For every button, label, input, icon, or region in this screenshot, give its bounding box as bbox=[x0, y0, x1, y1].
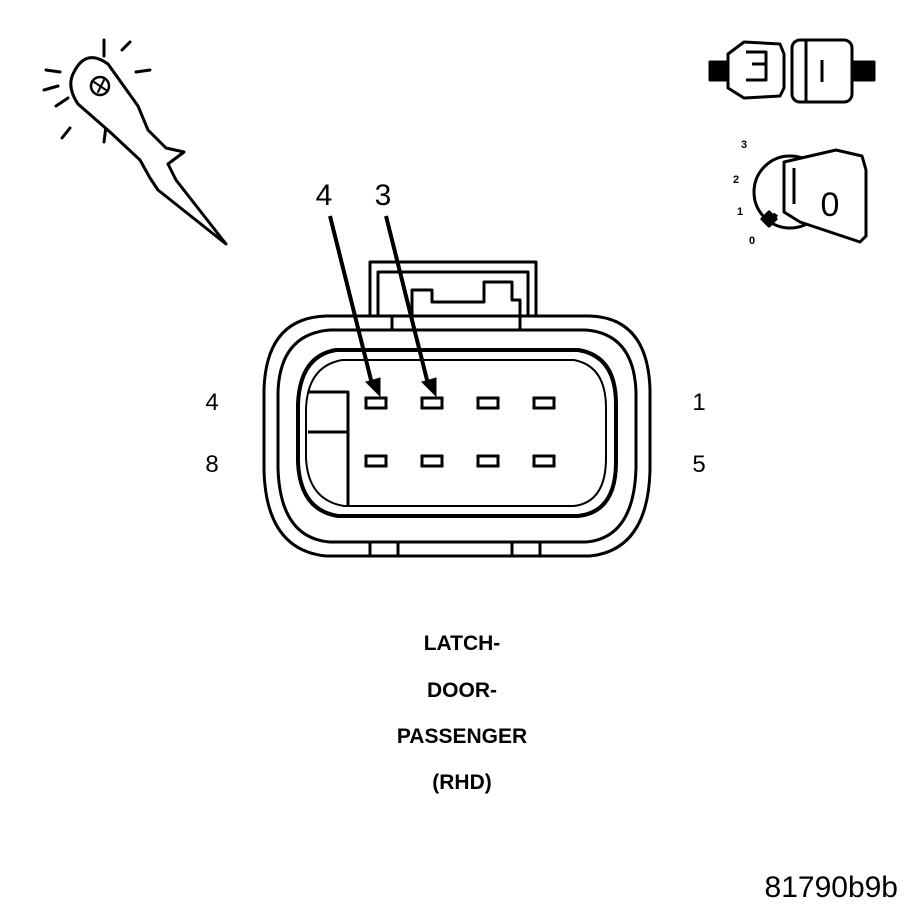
pin-6 bbox=[476, 454, 500, 468]
ignition-key-off-icon: 0 3 2 1 0 bbox=[733, 139, 868, 247]
key-face-label: 0 bbox=[821, 186, 840, 224]
pin-row-label-bottom-right: 5 bbox=[692, 451, 705, 478]
pin-5 bbox=[532, 454, 556, 468]
probe-label-3: 3 bbox=[375, 179, 392, 212]
connector-title-line-1: LATCH- bbox=[424, 632, 501, 655]
pin-3 bbox=[420, 396, 444, 410]
figure-id: 81790b9b bbox=[765, 871, 898, 904]
probe-label-4: 4 bbox=[316, 179, 333, 212]
pin-row-label-top-left: 4 bbox=[205, 389, 218, 416]
ignition-position-2: 2 bbox=[733, 174, 739, 186]
pin-8 bbox=[364, 454, 388, 468]
pin-1 bbox=[532, 396, 556, 410]
test-light-probe-icon bbox=[42, 38, 228, 246]
pin-row-label-bottom-left: 8 bbox=[205, 451, 218, 478]
connector-title-line-3: PASSENGER bbox=[397, 725, 527, 748]
probe-arrow-pin-3 bbox=[384, 215, 430, 385]
connector-title-line-2: DOOR- bbox=[427, 679, 497, 702]
pin-cavities bbox=[364, 396, 556, 468]
ignition-position-1: 1 bbox=[737, 206, 743, 218]
pin-2 bbox=[476, 396, 500, 410]
pin-row-label-top-right: 1 bbox=[692, 389, 705, 416]
connector-housing bbox=[262, 260, 652, 558]
ignition-position-0: 0 bbox=[749, 235, 755, 247]
ignition-position-3: 3 bbox=[741, 139, 747, 151]
connector-title: LATCH- DOOR- PASSENGER (RHD) bbox=[397, 632, 527, 794]
probe-arrows bbox=[328, 215, 437, 398]
connector-disconnect-icon bbox=[708, 38, 876, 104]
probe-arrow-pin-4 bbox=[328, 215, 374, 385]
connector-title-line-4: (RHD) bbox=[432, 771, 491, 794]
pin-4 bbox=[364, 396, 388, 410]
pin-7 bbox=[420, 454, 444, 468]
